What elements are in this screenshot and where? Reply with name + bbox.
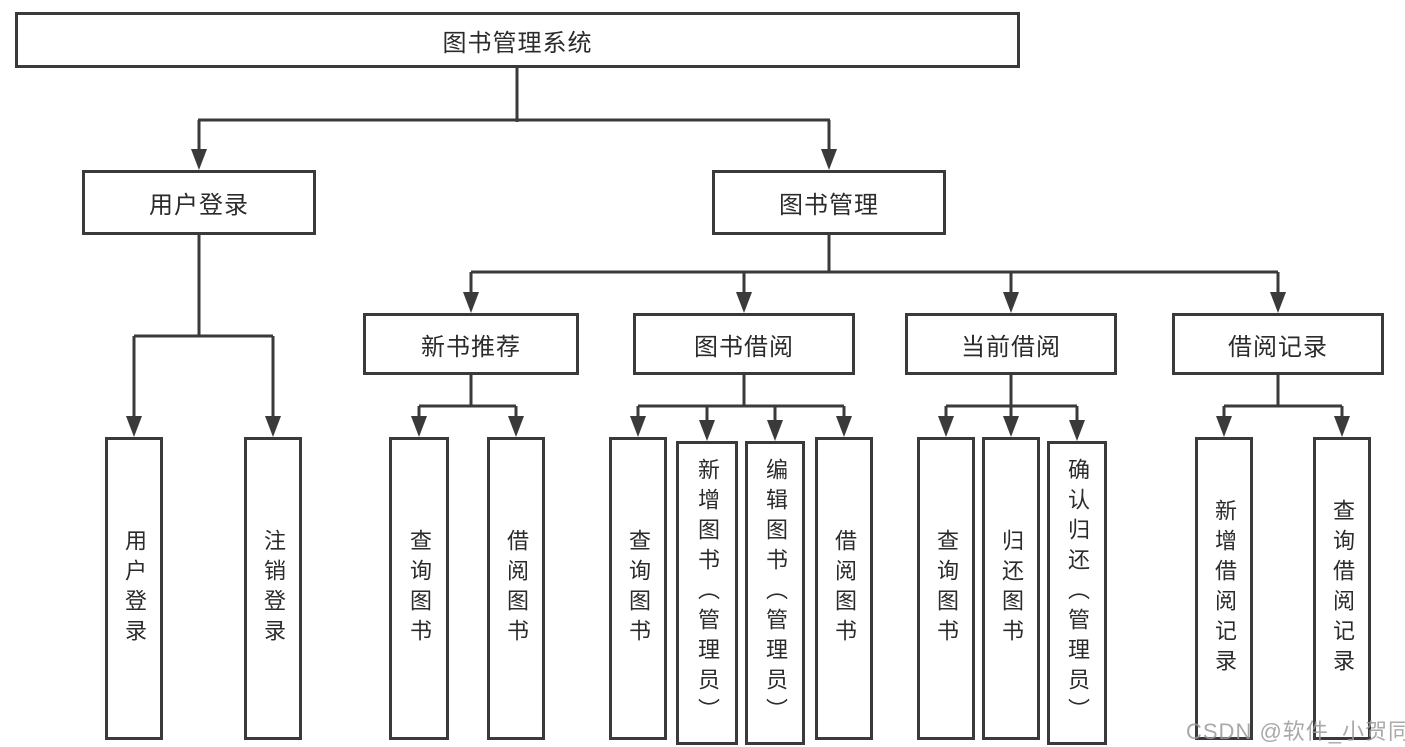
node-recommend-borrow-books: 借阅图书 — [487, 437, 545, 740]
node-current-query-books: 查询图书 — [917, 437, 975, 740]
node-logout: 注销登录 — [244, 437, 302, 740]
watermark-text: CSDN @软件_小贺同学 — [1186, 719, 1405, 744]
node-return-books: 归还图书 — [982, 437, 1040, 740]
node-library-management-system: 图书管理系统 — [15, 12, 1020, 68]
node-edit-book-admin: 编辑图书（管理员） — [745, 441, 805, 745]
node-book-management: 图书管理 — [712, 170, 946, 235]
node-borrowing-borrow-books: 借阅图书 — [815, 437, 873, 740]
node-add-book-admin: 新增图书（管理员） — [676, 441, 738, 745]
node-borrowing-query-books: 查询图书 — [609, 437, 667, 740]
node-book-borrowing: 图书借阅 — [633, 313, 855, 375]
node-new-book-recommendation: 新书推荐 — [363, 313, 579, 375]
node-user-login: 用户登录 — [105, 437, 163, 740]
node-current-borrowing: 当前借阅 — [905, 313, 1117, 375]
node-borrowing-records: 借阅记录 — [1172, 313, 1384, 375]
node-confirm-return-admin: 确认归还（管理员） — [1047, 441, 1107, 745]
node-query-borrow-record: 查询借阅记录 — [1313, 437, 1371, 740]
node-user-login-group: 用户登录 — [82, 170, 316, 235]
node-recommend-query-books: 查询图书 — [389, 437, 449, 740]
node-add-borrow-record: 新增借阅记录 — [1195, 437, 1253, 740]
